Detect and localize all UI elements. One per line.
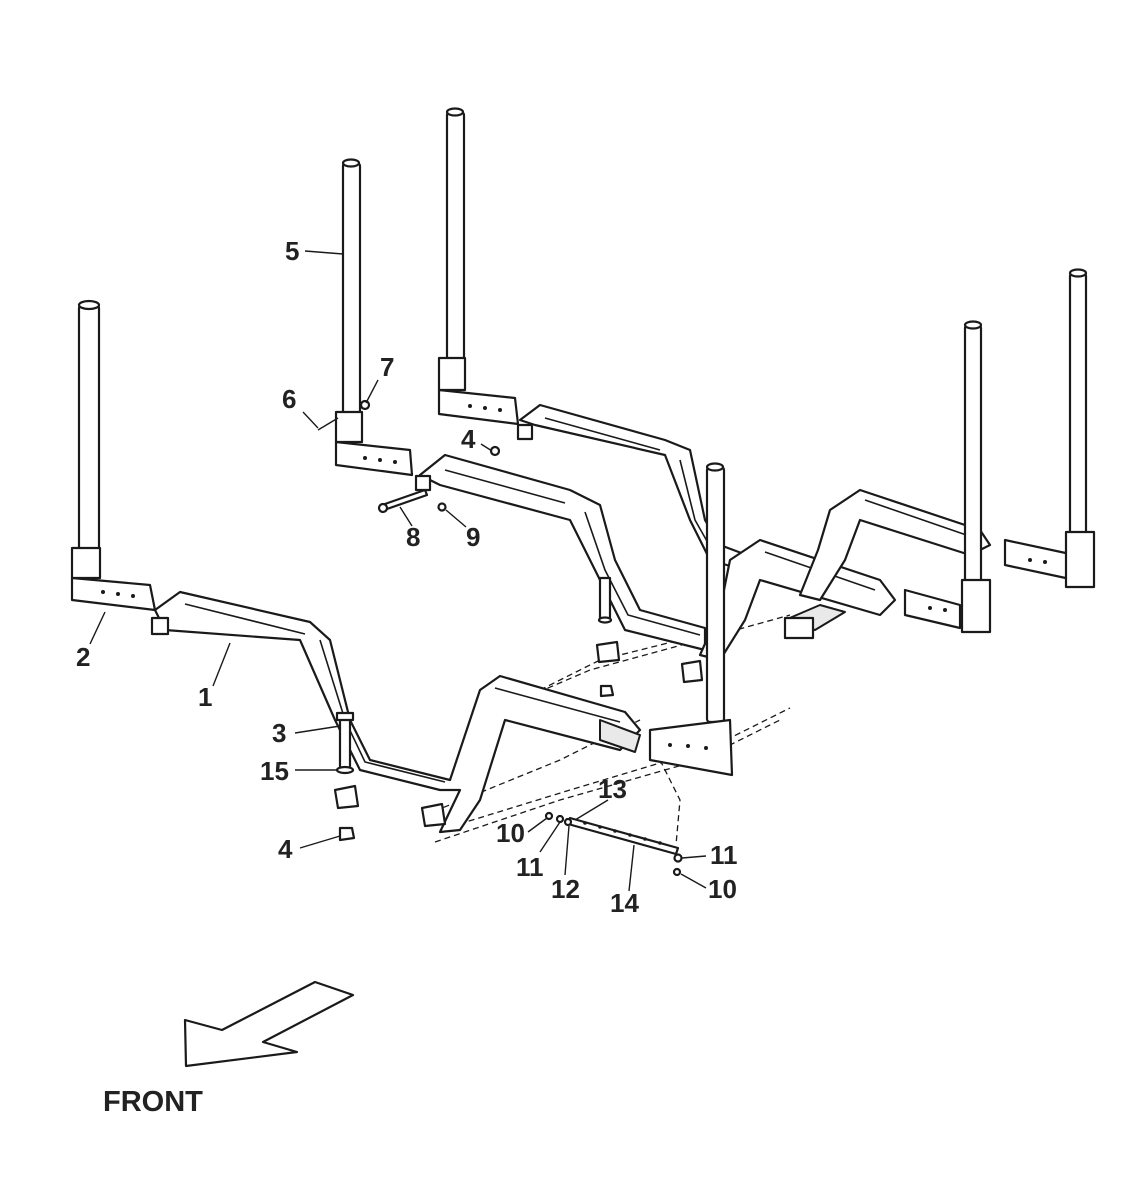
- post-assembly-right-rear-b: [1028, 268, 1096, 589]
- arrow-down-left-icon: [183, 980, 355, 1068]
- nut-part-4-front: [338, 826, 356, 842]
- post-assembly-right-rear-a: [928, 320, 992, 634]
- right-side-frame: [698, 488, 1077, 662]
- front-side-frame: [150, 590, 642, 834]
- bolt-part-8: [377, 488, 429, 514]
- post-assembly-rear-left: [334, 158, 414, 477]
- callout-6: 6: [282, 384, 296, 414]
- callout-10-right: 10: [708, 874, 737, 904]
- callout-2: 2: [76, 642, 90, 672]
- callout-15: 15: [260, 756, 289, 786]
- hardware-parts-10-11-12: [544, 811, 683, 877]
- callout-14: 14: [610, 888, 639, 918]
- nut-part-7: [359, 399, 371, 411]
- callout-9: 9: [466, 522, 480, 552]
- nut-part-4-rear: [489, 445, 501, 457]
- rear-side-frame: [414, 403, 762, 652]
- post-assembly-front-left: [70, 299, 157, 612]
- callout-11-left: 11: [516, 852, 544, 882]
- bolt-part-3: [335, 711, 355, 770]
- spacer-block-front: [333, 784, 447, 828]
- nut-part-9: [437, 502, 447, 512]
- callout-11-right: 11: [710, 840, 738, 870]
- callout-13: 13: [598, 774, 627, 804]
- callout-10-left: 10: [496, 818, 525, 848]
- front-label: FRONT: [103, 1086, 203, 1118]
- callout-1: 1: [198, 682, 212, 712]
- callout-5: 5: [285, 236, 299, 266]
- callout-4-front: 4: [278, 834, 293, 864]
- washer-part-15: [335, 765, 355, 775]
- bolt-part-6: [317, 417, 339, 431]
- bolt-rear: [595, 576, 704, 698]
- callout-8: 8: [406, 522, 420, 552]
- callout-4-rear: 4: [461, 424, 476, 454]
- post-assembly-rear-center: [437, 107, 520, 426]
- post-assembly-front-right: [648, 462, 734, 777]
- callout-7: 7: [380, 352, 394, 382]
- rod-part-14: [566, 816, 680, 856]
- callout-3: 3: [272, 718, 286, 748]
- leader-lines: [89, 250, 707, 892]
- callout-12: 12: [551, 874, 580, 904]
